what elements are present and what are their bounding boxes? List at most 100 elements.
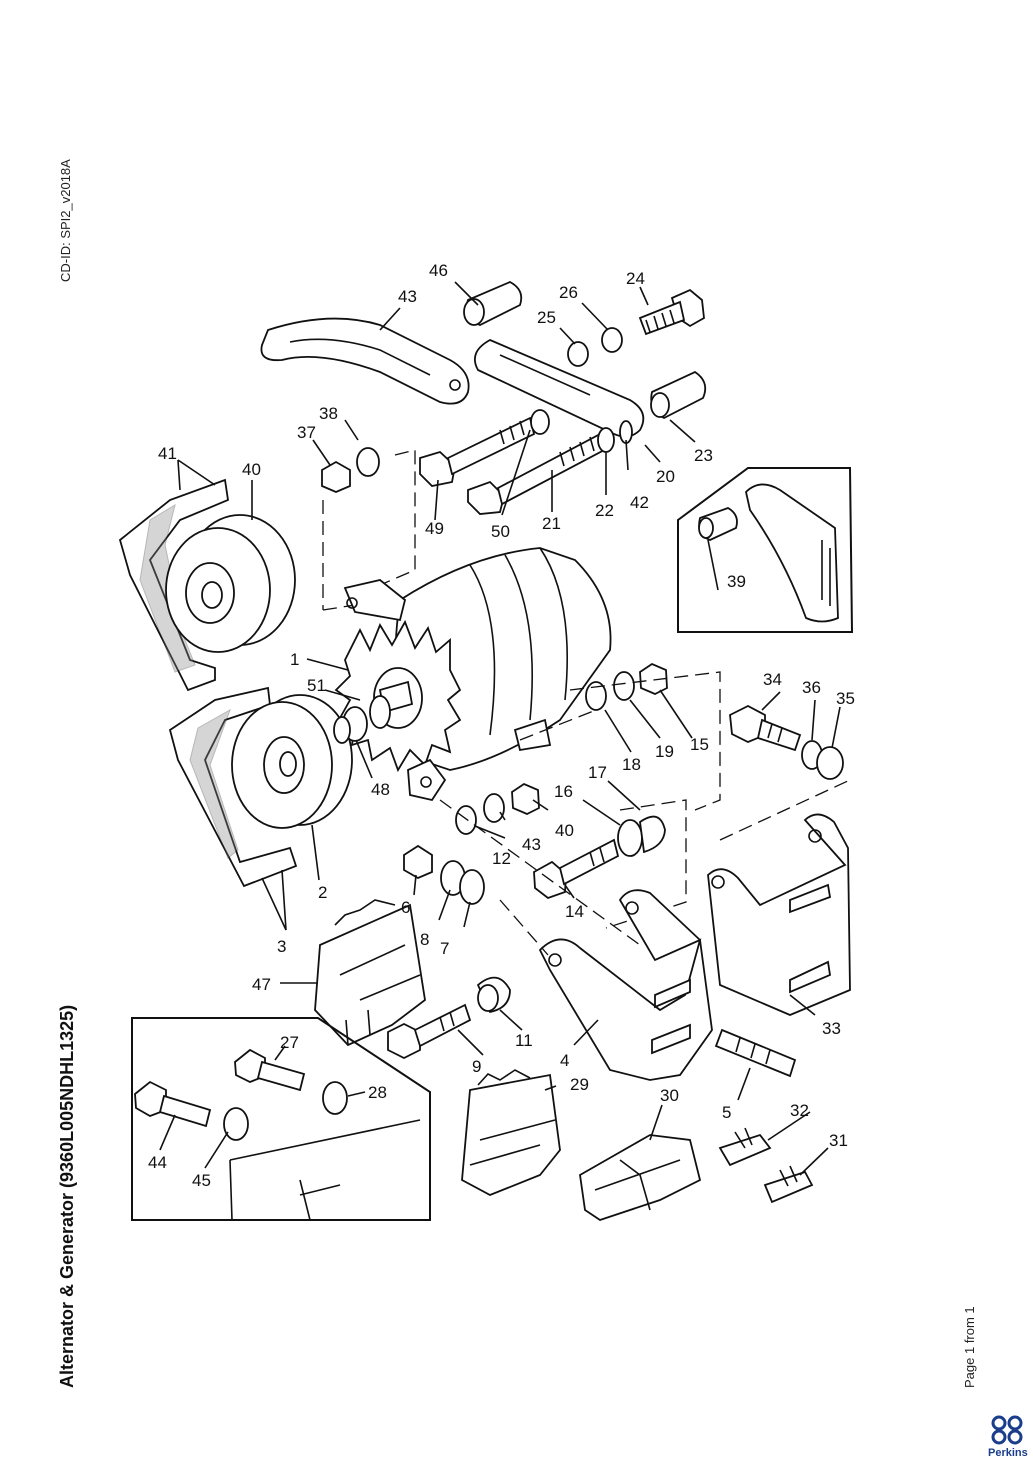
bolt-9 bbox=[387, 1003, 472, 1060]
callout-47: 47 bbox=[252, 975, 271, 994]
callout-3: 3 bbox=[277, 937, 286, 956]
callout-46: 46 bbox=[429, 261, 448, 280]
bolt-49 bbox=[419, 416, 536, 487]
terminal-31 bbox=[763, 1165, 814, 1204]
brand-name: Perkins bbox=[988, 1447, 1028, 1459]
alternator-1 bbox=[334, 547, 612, 802]
callout-9: 9 bbox=[472, 1057, 481, 1076]
pulley-40 bbox=[165, 514, 296, 653]
washer-35 bbox=[816, 746, 844, 780]
callout-40b: 40 bbox=[555, 821, 574, 840]
washer-19 bbox=[613, 671, 635, 701]
callout-20: 20 bbox=[656, 467, 675, 486]
callout-45: 45 bbox=[192, 1171, 211, 1190]
washer-38 bbox=[356, 447, 380, 477]
callout-1: 1 bbox=[290, 650, 299, 669]
nut-6 bbox=[403, 844, 433, 880]
inset-box-lower-left bbox=[131, 1017, 431, 1221]
washer-7 bbox=[459, 869, 485, 905]
callout-12: 12 bbox=[492, 849, 511, 868]
spacer-46 bbox=[463, 281, 523, 326]
callout-8: 8 bbox=[420, 930, 429, 949]
washer-51 bbox=[369, 695, 391, 729]
callout-7: 7 bbox=[440, 939, 449, 958]
terminal-32 bbox=[718, 1127, 772, 1167]
callout-32: 32 bbox=[790, 1101, 809, 1120]
stud-5 bbox=[714, 1028, 797, 1078]
washer-25 bbox=[567, 341, 589, 367]
callout-24: 24 bbox=[626, 269, 645, 288]
callout-40: 40 bbox=[242, 460, 261, 479]
inset-spacer-39 bbox=[677, 467, 854, 633]
callout-35: 35 bbox=[836, 689, 855, 708]
nut-15 bbox=[639, 662, 668, 695]
callout-14: 14 bbox=[565, 902, 584, 921]
bush-11 bbox=[476, 976, 511, 1014]
callout-30: 30 bbox=[660, 1086, 679, 1105]
perkins-logo-icon bbox=[991, 1415, 1023, 1445]
callout-6: 6 bbox=[401, 898, 410, 917]
spring-washer-26 bbox=[601, 327, 623, 353]
callout-21: 21 bbox=[542, 514, 561, 533]
belt-3 bbox=[168, 686, 298, 888]
callout-29: 29 bbox=[570, 1075, 589, 1094]
washer-12 bbox=[455, 805, 477, 835]
callout-16: 16 bbox=[554, 782, 573, 801]
callout-31: 31 bbox=[829, 1131, 848, 1150]
callout-41: 41 bbox=[158, 444, 177, 463]
callout-51: 51 bbox=[307, 676, 326, 695]
washer-43b bbox=[483, 793, 505, 823]
callout-2: 2 bbox=[318, 883, 327, 902]
nut-40b bbox=[511, 782, 540, 815]
callout-48: 48 bbox=[371, 780, 390, 799]
washer-48 bbox=[333, 706, 368, 744]
callout-43: 43 bbox=[398, 287, 417, 306]
connector-47 bbox=[314, 899, 426, 1047]
spacer-23 bbox=[650, 370, 707, 420]
washer-18 bbox=[585, 681, 607, 711]
callout-labels: 46 43 24 26 25 23 20 42 22 21 50 49 38 3… bbox=[148, 261, 855, 1190]
callout-38: 38 bbox=[319, 404, 338, 423]
connector-29 bbox=[461, 1069, 561, 1196]
spring-washer-50 bbox=[530, 409, 550, 435]
nut-37 bbox=[321, 460, 351, 493]
callout-19: 19 bbox=[655, 742, 674, 761]
adjusting-link-20 bbox=[474, 339, 645, 438]
callout-15: 15 bbox=[690, 735, 709, 754]
callout-18: 18 bbox=[622, 755, 641, 774]
callout-37: 37 bbox=[297, 423, 316, 442]
bolt-14 bbox=[533, 838, 620, 900]
callout-28: 28 bbox=[368, 1083, 387, 1102]
washer-16 bbox=[617, 819, 643, 857]
bush-17 bbox=[639, 815, 666, 854]
bolt-24 bbox=[638, 288, 705, 336]
bracket-4 bbox=[538, 889, 713, 1081]
callout-49: 49 bbox=[425, 519, 444, 538]
bracket-33 bbox=[707, 813, 851, 1016]
callout-39: 39 bbox=[727, 572, 746, 591]
bolt-34 bbox=[729, 704, 802, 752]
callout-26: 26 bbox=[559, 283, 578, 302]
callout-25: 25 bbox=[537, 308, 556, 327]
callout-50: 50 bbox=[491, 522, 510, 541]
adjusting-link-43 bbox=[260, 317, 470, 405]
callout-36: 36 bbox=[802, 678, 821, 697]
pulley-2 bbox=[231, 694, 353, 829]
callout-33: 33 bbox=[822, 1019, 841, 1038]
callout-44: 44 bbox=[148, 1153, 167, 1172]
callout-34: 34 bbox=[763, 670, 782, 689]
callout-42: 42 bbox=[630, 493, 649, 512]
callout-17: 17 bbox=[588, 763, 607, 782]
washer-22 bbox=[597, 427, 615, 453]
callout-22: 22 bbox=[595, 501, 614, 520]
callout-11: 11 bbox=[515, 1031, 533, 1050]
cover-30 bbox=[579, 1134, 702, 1221]
washer-42 bbox=[619, 420, 633, 444]
callout-27: 27 bbox=[280, 1033, 299, 1052]
callout-5: 5 bbox=[722, 1103, 731, 1122]
callout-23: 23 bbox=[694, 446, 713, 465]
callout-4: 4 bbox=[560, 1051, 569, 1070]
leader-lines bbox=[159, 281, 841, 1176]
callout-43b: 43 bbox=[522, 835, 541, 854]
